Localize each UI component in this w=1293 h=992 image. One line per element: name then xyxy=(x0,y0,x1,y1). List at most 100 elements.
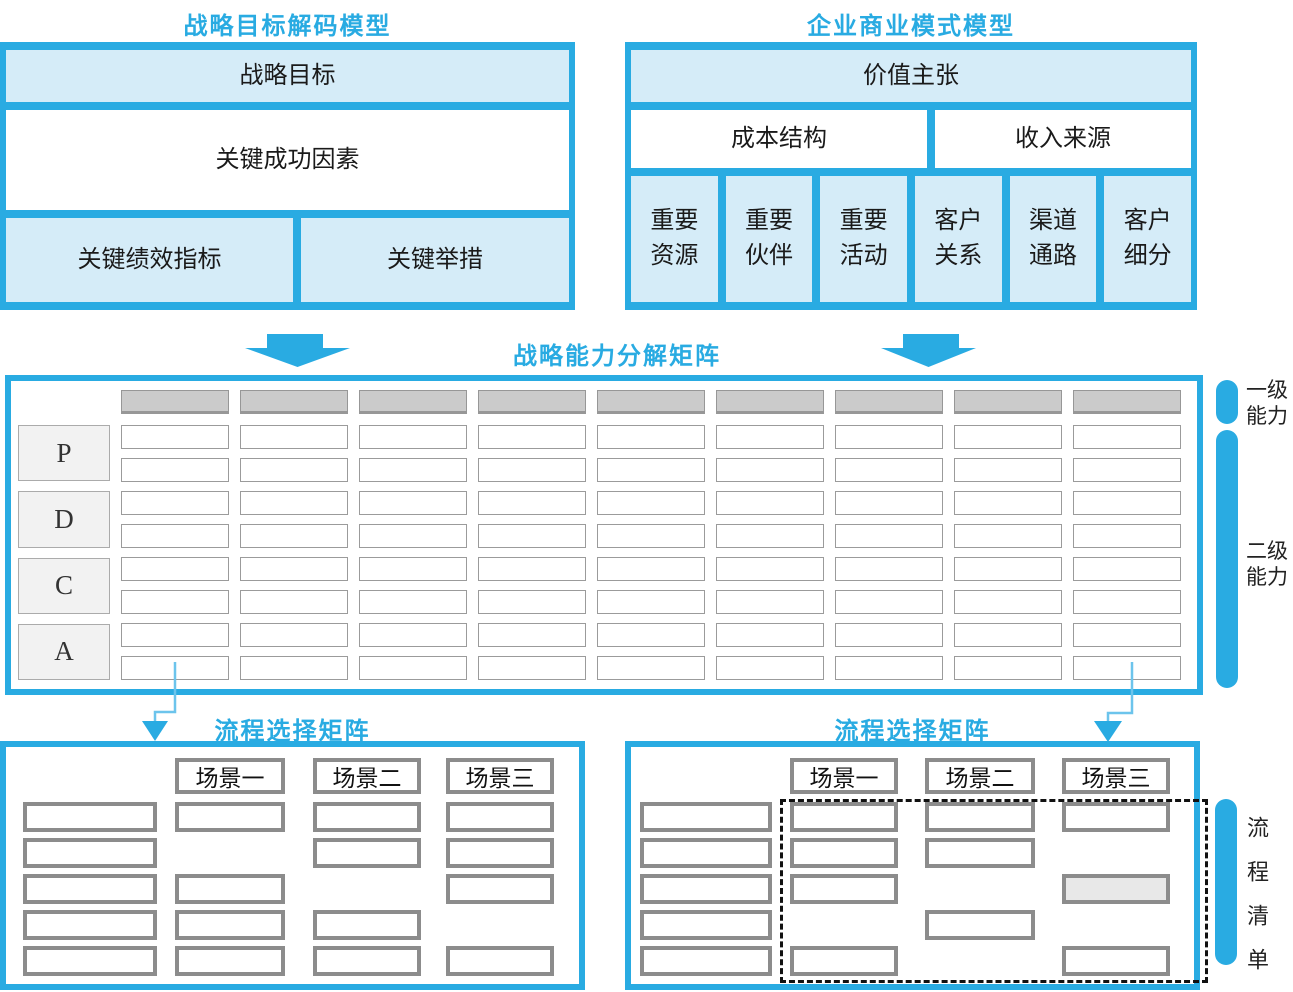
business-model-cell-1: 重要 资源 xyxy=(631,176,718,302)
capability-l1-cell xyxy=(835,390,943,414)
key-success-factor-cell: 关键成功因素 xyxy=(6,110,569,210)
capability-l2-cell xyxy=(597,491,705,515)
revenue-source-cell: 收入来源 xyxy=(935,110,1191,168)
process-cell xyxy=(175,946,285,976)
capability-l2-cell xyxy=(597,557,705,581)
capability-l2-cell xyxy=(478,524,586,548)
capability-l2-cell xyxy=(1073,623,1181,647)
process-cell xyxy=(23,802,157,832)
process-cell xyxy=(790,946,898,976)
capability-l2-cell xyxy=(240,623,348,647)
top-right-title: 企业商业模式模型 xyxy=(807,13,1015,40)
capability-l2-cell xyxy=(954,590,1062,614)
capability-l2-cell xyxy=(478,458,586,482)
capability-l2-cell xyxy=(716,491,824,515)
capability-l2-cell xyxy=(240,425,348,449)
process-cell xyxy=(175,910,285,940)
capability-l2-cell xyxy=(121,425,229,449)
process-cell xyxy=(1062,802,1170,832)
capability-l2-cell xyxy=(1073,458,1181,482)
capability-l2-cell xyxy=(597,656,705,680)
scenario-header-3: 场景三 xyxy=(1062,758,1170,794)
business-model-cells-row: 重要 资源重要 伙伴重要 活动客户 关系渠道 通路客户 细分 xyxy=(631,176,1192,302)
capability-l2-cell xyxy=(835,524,943,548)
capability-l2-cell xyxy=(597,524,705,548)
bottom-right-title: 流程选择矩阵 xyxy=(834,718,991,745)
capability-l2-cell xyxy=(1073,524,1181,548)
process-cell xyxy=(313,802,421,832)
capability-l2-cell xyxy=(121,458,229,482)
process-cell xyxy=(313,838,421,868)
capability-l2-cell xyxy=(954,524,1062,548)
capability-l2-cell xyxy=(359,491,467,515)
capability-l2-cell xyxy=(359,557,467,581)
process-cell xyxy=(640,946,772,976)
capability-l2-cell xyxy=(954,656,1062,680)
process-cell xyxy=(640,802,772,832)
process-list-label: 流程清单 xyxy=(1244,816,1269,992)
cost-revenue-row: 成本结构 收入来源 xyxy=(631,110,1191,168)
cost-structure-cell: 成本结构 xyxy=(631,110,928,168)
capability-l2-cell xyxy=(597,623,705,647)
process-cell xyxy=(790,802,898,832)
bottom-left-title: 流程选择矩阵 xyxy=(214,718,371,745)
fat-down-arrow-right xyxy=(881,334,976,367)
capability-l2-cell xyxy=(716,656,824,680)
capability-l2-cell xyxy=(597,458,705,482)
strategic-goal-model-box: 战略目标 关键成功因素 关键绩效指标 关键举措 xyxy=(0,42,575,310)
scenario-header-1: 场景一 xyxy=(175,758,285,794)
fat-down-arrow-left xyxy=(245,334,350,367)
capability-l2-cell xyxy=(835,590,943,614)
strategic-goal-cell: 战略目标 xyxy=(6,50,569,102)
capability-l2-cell xyxy=(121,656,229,680)
capability-l2-cell xyxy=(240,557,348,581)
capability-l2-cell xyxy=(716,425,824,449)
capability-l2-cell xyxy=(597,590,705,614)
capability-l2-cell xyxy=(954,425,1062,449)
process-selection-box-left: 场景一场景二场景三 xyxy=(0,741,585,990)
process-cell xyxy=(313,946,421,976)
capability-l2-cell xyxy=(954,623,1062,647)
capability-l2-cell xyxy=(1073,656,1181,680)
capability-l1-cell xyxy=(121,390,229,414)
capability-l2-cell xyxy=(954,491,1062,515)
capability-l2-cell xyxy=(478,425,586,449)
matrix-row-label-D: D xyxy=(18,491,110,548)
capability-l2-cell xyxy=(478,623,586,647)
matrix-row-label-P: P xyxy=(18,425,110,482)
level2-bracket-bar xyxy=(1216,430,1238,688)
capability-l2-cell xyxy=(359,590,467,614)
level1-capability-label: 一级 能力 xyxy=(1246,378,1288,428)
kpi-cell: 关键绩效指标 xyxy=(6,218,293,302)
capability-l2-cell xyxy=(478,590,586,614)
capability-l2-cell xyxy=(359,623,467,647)
capability-l2-cell xyxy=(954,557,1062,581)
capability-l2-cell xyxy=(478,656,586,680)
capability-l2-cell xyxy=(121,491,229,515)
capability-l1-cell xyxy=(478,390,586,414)
process-cell xyxy=(1062,874,1170,904)
process-cell xyxy=(313,910,421,940)
capability-l2-cell xyxy=(359,656,467,680)
process-cell xyxy=(23,946,157,976)
matrix-body-grid xyxy=(121,425,1181,680)
process-cell xyxy=(1062,946,1170,976)
process-cell xyxy=(175,802,285,832)
capability-l2-cell xyxy=(1073,425,1181,449)
business-model-cell-4: 客户 关系 xyxy=(915,176,1002,302)
capability-l2-cell xyxy=(1073,491,1181,515)
business-model-box: 价值主张 成本结构 收入来源 重要 资源重要 伙伴重要 活动客户 关系渠道 通路… xyxy=(625,42,1197,310)
process-cell xyxy=(790,838,898,868)
capability-l2-cell xyxy=(954,458,1062,482)
capability-l1-cell xyxy=(1073,390,1181,414)
process-cell xyxy=(925,838,1035,868)
process-cell xyxy=(640,874,772,904)
business-model-cell-6: 客户 细分 xyxy=(1104,176,1192,302)
process-cell xyxy=(640,838,772,868)
capability-l2-cell xyxy=(835,425,943,449)
scenario-header-2: 场景二 xyxy=(313,758,421,794)
capability-l2-cell xyxy=(716,590,824,614)
process-cell xyxy=(790,874,898,904)
capability-l2-cell xyxy=(240,656,348,680)
